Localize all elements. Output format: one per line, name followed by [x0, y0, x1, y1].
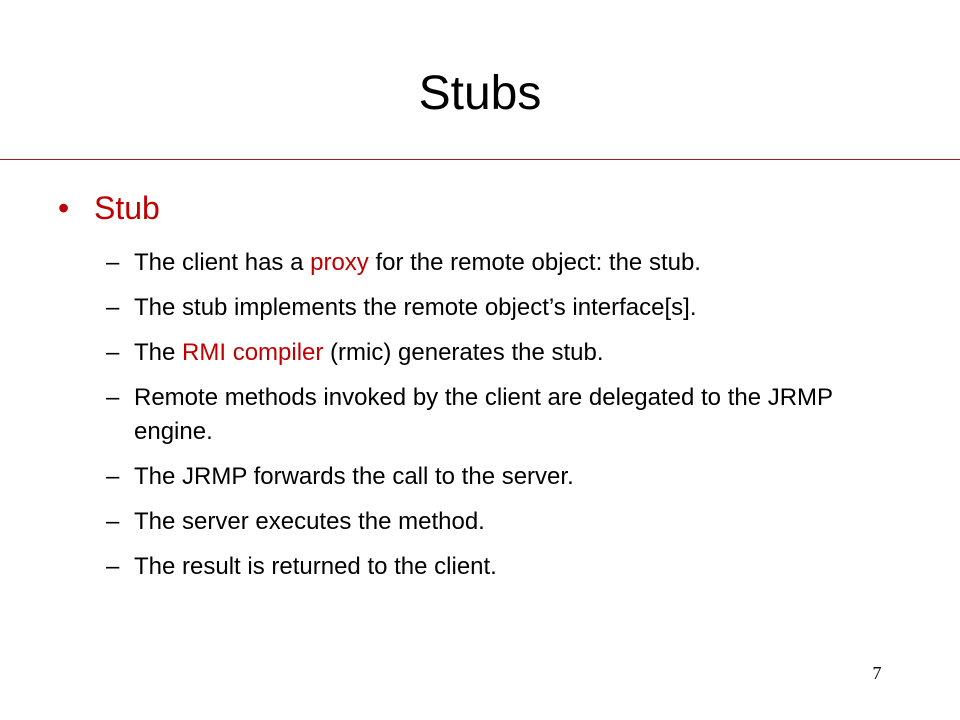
sub-bullet-text-part: The — [134, 339, 183, 366]
main-bullet: • Stub — [58, 186, 160, 230]
bullet-dot-icon: • — [58, 189, 70, 226]
sub-bullet-item: – The JRMP forwards the call to the serv… — [106, 460, 906, 494]
sub-bullet-text: The stub implements the remote object’s … — [134, 291, 906, 325]
sub-bullet-text-part: (rmic) generates the stub. — [323, 339, 604, 366]
dash-icon: – — [106, 463, 120, 490]
slide-title: Stubs — [418, 67, 542, 120]
dash-icon: – — [106, 553, 120, 580]
main-bullet-text: Stub — [94, 189, 160, 226]
sub-bullet-item: – Remote methods invoked by the client a… — [106, 381, 906, 449]
page-number: 7 — [872, 663, 882, 683]
sub-bullet-text-part: The server executes the method. — [134, 508, 485, 535]
sub-bullet-item: – The RMI compiler (rmic) generates the … — [106, 336, 906, 370]
sub-bullet-text: The client has a proxy for the remote ob… — [134, 246, 906, 280]
sub-bullet-item: – The result is returned to the client. — [106, 550, 906, 584]
dash-icon: – — [106, 384, 120, 411]
sub-bullet-text: The server executes the method. — [134, 505, 906, 539]
sub-bullet-item: – The stub implements the remote object’… — [106, 291, 906, 325]
sub-bullet-text: The result is returned to the client. — [134, 550, 906, 584]
sub-bullet-item: – The client has a proxy for the remote … — [106, 246, 906, 280]
sub-bullet-text: The RMI compiler (rmic) generates the st… — [134, 336, 906, 370]
dash-icon: – — [106, 339, 120, 366]
highlight-term: proxy — [310, 249, 369, 276]
sub-bullet-text: The JRMP forwards the call to the server… — [134, 460, 906, 494]
dash-icon: – — [106, 249, 120, 276]
dash-icon: – — [106, 294, 120, 321]
sub-bullet-text-part: for the remote object: the stub. — [368, 249, 701, 276]
sub-bullet-text-part: The stub implements the remote object’s … — [134, 294, 697, 321]
sub-bullet-text: Remote methods invoked by the client are… — [134, 381, 906, 449]
sub-bullet-text-part: The result is returned to the client. — [134, 553, 497, 580]
dash-icon: – — [106, 508, 120, 535]
sub-bullet-text-part: Remote methods invoked by the client are… — [134, 384, 833, 445]
sub-bullet-item: – The server executes the method. — [106, 505, 906, 539]
highlight-term: RMI compiler — [182, 339, 324, 366]
sub-bullet-list: – The client has a proxy for the remote … — [106, 246, 906, 595]
title-divider — [0, 159, 960, 160]
sub-bullet-text-part: The client has a — [134, 249, 311, 276]
sub-bullet-text-part: The JRMP forwards the call to the server… — [134, 463, 574, 490]
